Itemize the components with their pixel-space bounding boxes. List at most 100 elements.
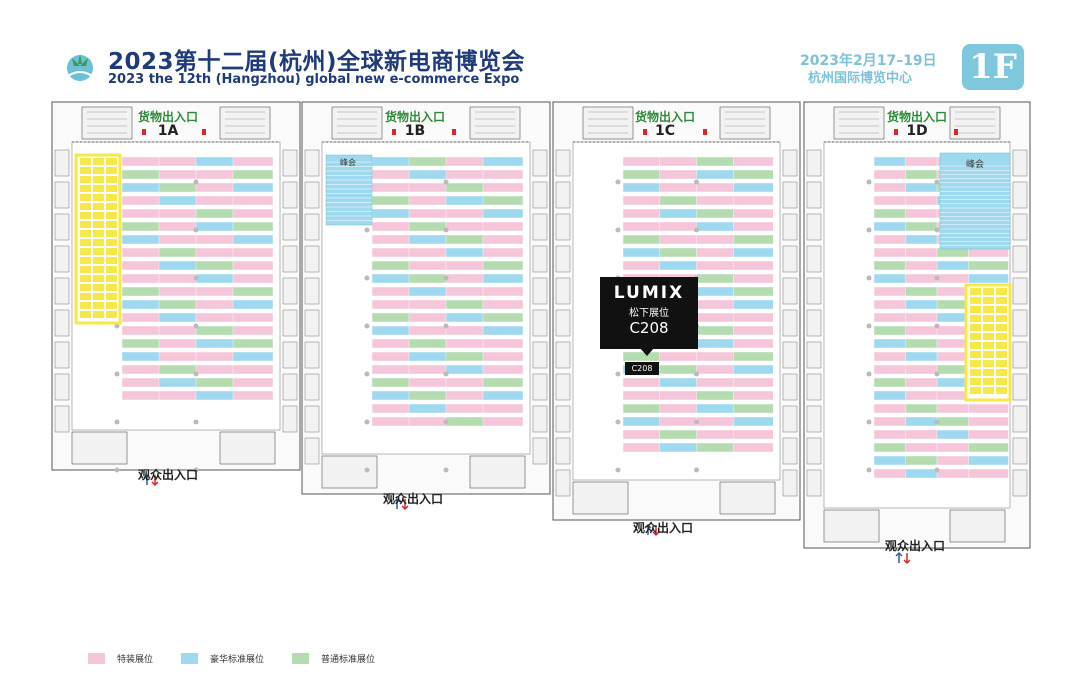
feature-booth (80, 158, 91, 165)
booth (408, 312, 450, 323)
booth (733, 312, 774, 323)
booth (195, 260, 237, 271)
booth (371, 182, 413, 193)
booth (696, 442, 737, 453)
booth-c208-marker[interactable]: C208 (625, 362, 659, 375)
flag-icon (954, 129, 958, 135)
lumix-brand: LUMIX (613, 283, 685, 303)
pillar (694, 179, 699, 185)
side-room (782, 341, 798, 369)
feature-booth (983, 351, 994, 358)
feature-booth (93, 284, 104, 291)
feature-booth (106, 275, 117, 282)
pillar (364, 419, 370, 425)
booth (733, 403, 774, 414)
booth (195, 234, 237, 245)
entry-arrow-icon (143, 473, 151, 485)
feature-booth (93, 266, 104, 273)
legend-item-standard: 普通标准展位 (292, 652, 375, 665)
feature-booth (80, 266, 91, 273)
feature-booth (80, 221, 91, 228)
legend-swatch (181, 653, 199, 664)
booth (733, 208, 774, 219)
booth (195, 208, 237, 219)
pillar (615, 419, 621, 425)
booth (659, 416, 700, 427)
pillar (866, 419, 872, 425)
side-room (555, 341, 571, 369)
side-room (304, 373, 320, 401)
entry-arrow-icon (895, 551, 903, 563)
feature-booth (93, 167, 104, 174)
booth (158, 260, 200, 271)
booth (622, 182, 664, 193)
pillar (443, 371, 449, 377)
pillar (443, 179, 449, 185)
side-room (304, 181, 320, 209)
feature-booth (80, 194, 91, 201)
booth (158, 195, 200, 206)
booth (659, 364, 700, 375)
side-room (282, 341, 298, 369)
pillar (615, 467, 621, 473)
booth (408, 338, 450, 349)
side-room (555, 181, 571, 209)
feature-booth (996, 324, 1007, 331)
feature-booth (80, 248, 91, 255)
booth (445, 325, 487, 336)
booth (659, 351, 700, 362)
hall-1c-label: 1C (654, 123, 675, 139)
pillar (443, 227, 449, 233)
feature-booth (106, 311, 117, 318)
booth (733, 260, 774, 271)
booth (445, 338, 487, 349)
booth (158, 221, 200, 232)
panasonic-booth-callout[interactable]: LUMIX 松下展位 C208 (600, 277, 698, 349)
booth (195, 286, 237, 297)
booth (696, 156, 737, 167)
booth (371, 156, 413, 167)
side-room (806, 309, 822, 337)
pillar (364, 227, 370, 233)
booth (121, 377, 163, 388)
feature-booth (106, 248, 117, 255)
feature-booth (996, 297, 1007, 304)
booth (733, 273, 774, 284)
booth (622, 195, 664, 206)
side-room (555, 373, 571, 401)
booth (733, 195, 774, 206)
feature-booth (106, 221, 117, 228)
side-room (806, 405, 822, 433)
pillar (615, 371, 621, 377)
booth (232, 299, 274, 310)
booth (195, 390, 237, 401)
booth (371, 260, 413, 271)
pillar (364, 323, 370, 329)
hall-1b-label: 1B (404, 123, 426, 139)
side-room (54, 309, 70, 337)
booth (659, 390, 700, 401)
feature-booth (983, 333, 994, 340)
side-room (1012, 181, 1028, 209)
booth (482, 338, 524, 349)
feature-booth (983, 342, 994, 349)
page-subtitle: 2023 the 12th (Hangzhou) global new e-co… (108, 72, 520, 87)
booth (622, 260, 664, 271)
booth (733, 182, 774, 193)
side-room (304, 405, 320, 433)
event-venue: 杭州国际博览中心 (808, 71, 913, 86)
booth (622, 156, 664, 167)
booth (733, 377, 774, 388)
booth (121, 234, 163, 245)
booth (232, 364, 274, 375)
feature-booth (106, 176, 117, 183)
feature-booth (80, 302, 91, 309)
side-room (282, 373, 298, 401)
feature-booth (93, 293, 104, 300)
side-room (532, 373, 548, 401)
booth (445, 195, 487, 206)
side-room (304, 277, 320, 305)
booth (121, 312, 163, 323)
side-room (532, 309, 548, 337)
